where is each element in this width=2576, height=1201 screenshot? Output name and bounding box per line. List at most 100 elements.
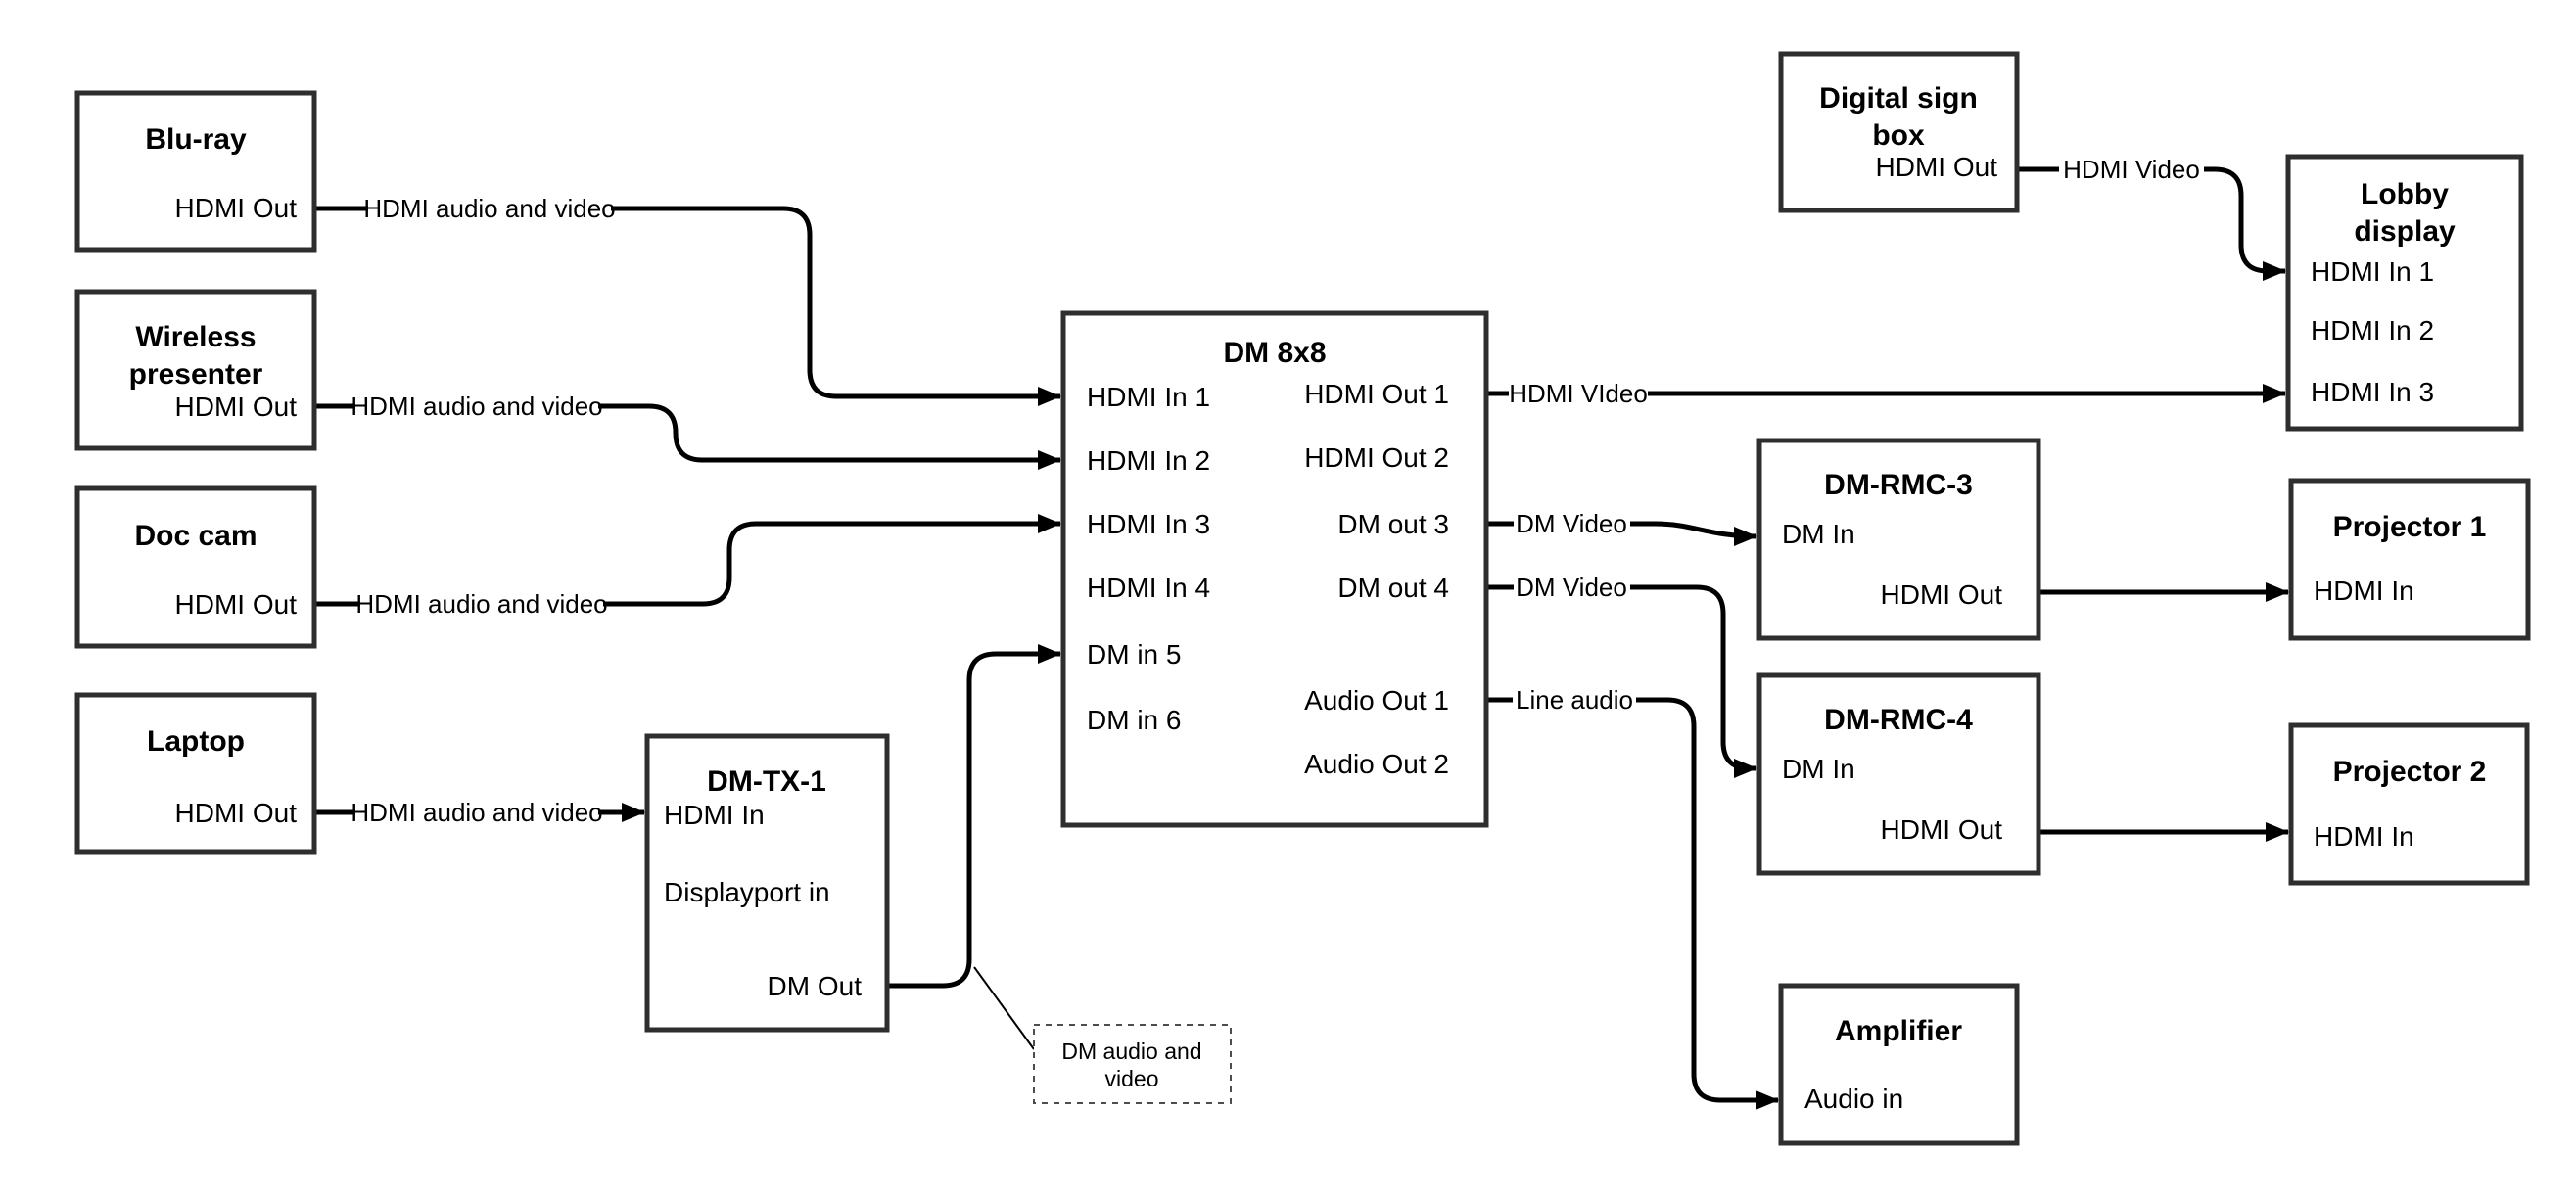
port-dm8x8-hdmi-in-4: HDMI In 4	[1087, 573, 1210, 603]
wire-label-bg	[368, 193, 611, 224]
wire-label-hdmi-video-signbox: HDMI Video	[2059, 155, 2204, 185]
port-dm8x8-hdmi-in-1: HDMI In 1	[1087, 382, 1210, 412]
node-doccam: Doc cam HDMI Out	[74, 485, 317, 649]
note-dm-audio-video: DM audio and video	[1033, 1024, 1232, 1104]
node-lobby-display: Lobby display HDMI In 1 HDMI In 2 HDMI I…	[2285, 154, 2524, 432]
node-dm8x8-title: DM 8x8	[1223, 337, 1326, 369]
wire-bluray-to-dm8x8-in1	[314, 206, 1061, 406]
node-proj2-title: Projector 2	[2333, 756, 2487, 788]
wire-label-dm-video-4: DM Video	[1514, 573, 1630, 603]
node-signbox-title-line1: Digital sign	[1819, 82, 1978, 115]
node-laptop-box	[74, 692, 317, 855]
port-dm8x8-hdmi-out-2: HDMI Out 2	[1304, 442, 1449, 473]
node-signbox-title-line2: box	[1872, 119, 1925, 152]
node-laptop: Laptop HDMI Out	[74, 692, 317, 855]
node-wireless-title-line2: presenter	[129, 358, 263, 391]
node-rmc3: DM-RMC-3 DM In HDMI Out	[1756, 438, 2041, 641]
wire-doccam-to-dm8x8-in3	[314, 514, 1061, 607]
port-dm8x8-hdmi-out-1: HDMI Out 1	[1304, 379, 1449, 409]
port-lobby-hdmi-in-2: HDMI In 2	[2311, 315, 2434, 346]
note-leader-line	[973, 966, 1035, 1050]
port-proj1-hdmi-in: HDMI In	[2314, 576, 2414, 606]
port-dm8x8-dm-out-4: DM out 4	[1337, 573, 1449, 603]
node-lobby-box	[2285, 154, 2524, 432]
wire-label-text: DM Video	[1516, 509, 1627, 538]
wire-label-text: HDMI audio and video	[363, 194, 615, 223]
port-dm8x8-dm-in-5: DM in 5	[1087, 639, 1181, 670]
port-rmc3-dm-in: DM In	[1782, 519, 1855, 549]
wire-label-laptop: HDMI audio and video	[351, 797, 603, 828]
port-proj2-hdmi-in: HDMI In	[2314, 821, 2414, 852]
wire-dm8x8-out3-to-rmc3	[1486, 521, 1757, 546]
node-dmtx1-box	[644, 733, 890, 1033]
port-dm8x8-audio-out-2: Audio Out 2	[1304, 749, 1449, 779]
node-doccam-title: Doc cam	[134, 520, 257, 552]
wire-label-text: Line audio	[1516, 685, 1633, 715]
node-rmc4-box	[1756, 672, 2041, 876]
port-signbox-hdmi-out: HDMI Out	[1876, 152, 1998, 182]
port-lobby-hdmi-in-1: HDMI In 1	[2311, 256, 2434, 287]
node-bluray-title: Blu-ray	[145, 123, 247, 156]
node-lobby-title-line1: Lobby	[2361, 178, 2449, 210]
port-doccam-hdmi-out: HDMI Out	[175, 589, 298, 620]
node-rmc4-title: DM-RMC-4	[1824, 704, 1973, 736]
port-lobby-hdmi-in-3: HDMI In 3	[2311, 377, 2434, 407]
port-dm8x8-dm-in-6: DM in 6	[1087, 705, 1181, 735]
node-dmtx1-title: DM-TX-1	[707, 765, 826, 798]
node-amplifier: Amplifier Audio in	[1778, 983, 2020, 1146]
wire-label-bluray: HDMI audio and video	[363, 193, 616, 224]
node-signbox: Digital sign box HDMI Out	[1778, 51, 2020, 213]
note-text-line2: video	[1105, 1066, 1159, 1091]
node-wireless-box	[74, 289, 317, 451]
wire-label-bg	[1513, 685, 1636, 716]
wire-label-wireless: HDMI audio and video	[351, 391, 603, 422]
port-bluray-hdmi-out: HDMI Out	[175, 193, 298, 223]
port-dmtx1-displayport-in: Displayport in	[664, 877, 830, 907]
port-dmtx1-dm-out: DM Out	[768, 971, 863, 1001]
wire-label-bg	[355, 391, 598, 422]
node-amplifier-box	[1778, 983, 2020, 1146]
node-dm8x8: DM 8x8 HDMI In 1 HDMI In 2 HDMI In 3 HDM…	[1060, 310, 1489, 828]
port-rmc3-hdmi-out: HDMI Out	[1881, 579, 2003, 610]
node-dm8x8-box	[1060, 310, 1489, 828]
node-proj2: Projector 2 HDMI In	[2288, 722, 2530, 886]
port-wireless-hdmi-out: HDMI Out	[175, 392, 298, 422]
wire-label-dm-video-3: DM Video	[1514, 509, 1630, 539]
node-bluray: Blu-ray HDMI Out	[74, 90, 317, 253]
wire-label-hdmi-video-out1: HDMI VIdeo	[1509, 379, 1648, 409]
wire-dm8x8-out4-to-rmc4	[1486, 584, 1757, 778]
node-rmc3-box	[1756, 438, 2041, 641]
port-dm8x8-hdmi-in-3: HDMI In 3	[1087, 509, 1210, 539]
wire-label-line-audio: Line audio	[1513, 685, 1636, 716]
node-amplifier-title: Amplifier	[1835, 1015, 1962, 1047]
node-wireless-title-line1: Wireless	[135, 321, 256, 353]
wire-label-text: DM Video	[1516, 573, 1627, 602]
node-wireless-presenter: Wireless presenter HDMI Out	[74, 289, 317, 451]
wire-label-bg	[2059, 155, 2204, 185]
wire-signbox-to-lobby-in1	[2017, 166, 2286, 281]
wire-label-text: HDMI audio and video	[355, 589, 607, 619]
node-doccam-box	[74, 485, 317, 649]
node-proj2-box	[2288, 722, 2530, 886]
wire-label-bg	[360, 588, 603, 620]
port-dm8x8-hdmi-in-2: HDMI In 2	[1087, 445, 1210, 476]
note-text-line1: DM audio and	[1061, 1039, 1201, 1064]
port-dm8x8-audio-out-1: Audio Out 1	[1304, 685, 1449, 716]
port-laptop-hdmi-out: HDMI Out	[175, 798, 298, 828]
wire-label-bg	[1514, 509, 1630, 539]
wire-dmtx1-to-dm8x8-in5	[887, 644, 1061, 989]
node-signbox-box	[1778, 51, 2020, 213]
node-dmtx1: DM-TX-1 HDMI In Displayport in DM Out	[644, 733, 890, 1033]
wire-label-doccam: HDMI audio and video	[355, 588, 608, 620]
port-amplifier-audio-in: Audio in	[1804, 1084, 1903, 1114]
port-rmc4-dm-in: DM In	[1782, 754, 1855, 784]
node-lobby-title-line2: display	[2354, 215, 2456, 248]
wire-label-bg	[1509, 379, 1648, 409]
wire-label-bg	[1514, 573, 1630, 603]
node-proj1: Projector 1 HDMI In	[2288, 478, 2531, 641]
wire-label-text: HDMI Video	[2063, 155, 2200, 184]
wire-wireless-to-dm8x8-in2	[314, 403, 1061, 470]
wire-label-text: HDMI audio and video	[351, 798, 602, 827]
